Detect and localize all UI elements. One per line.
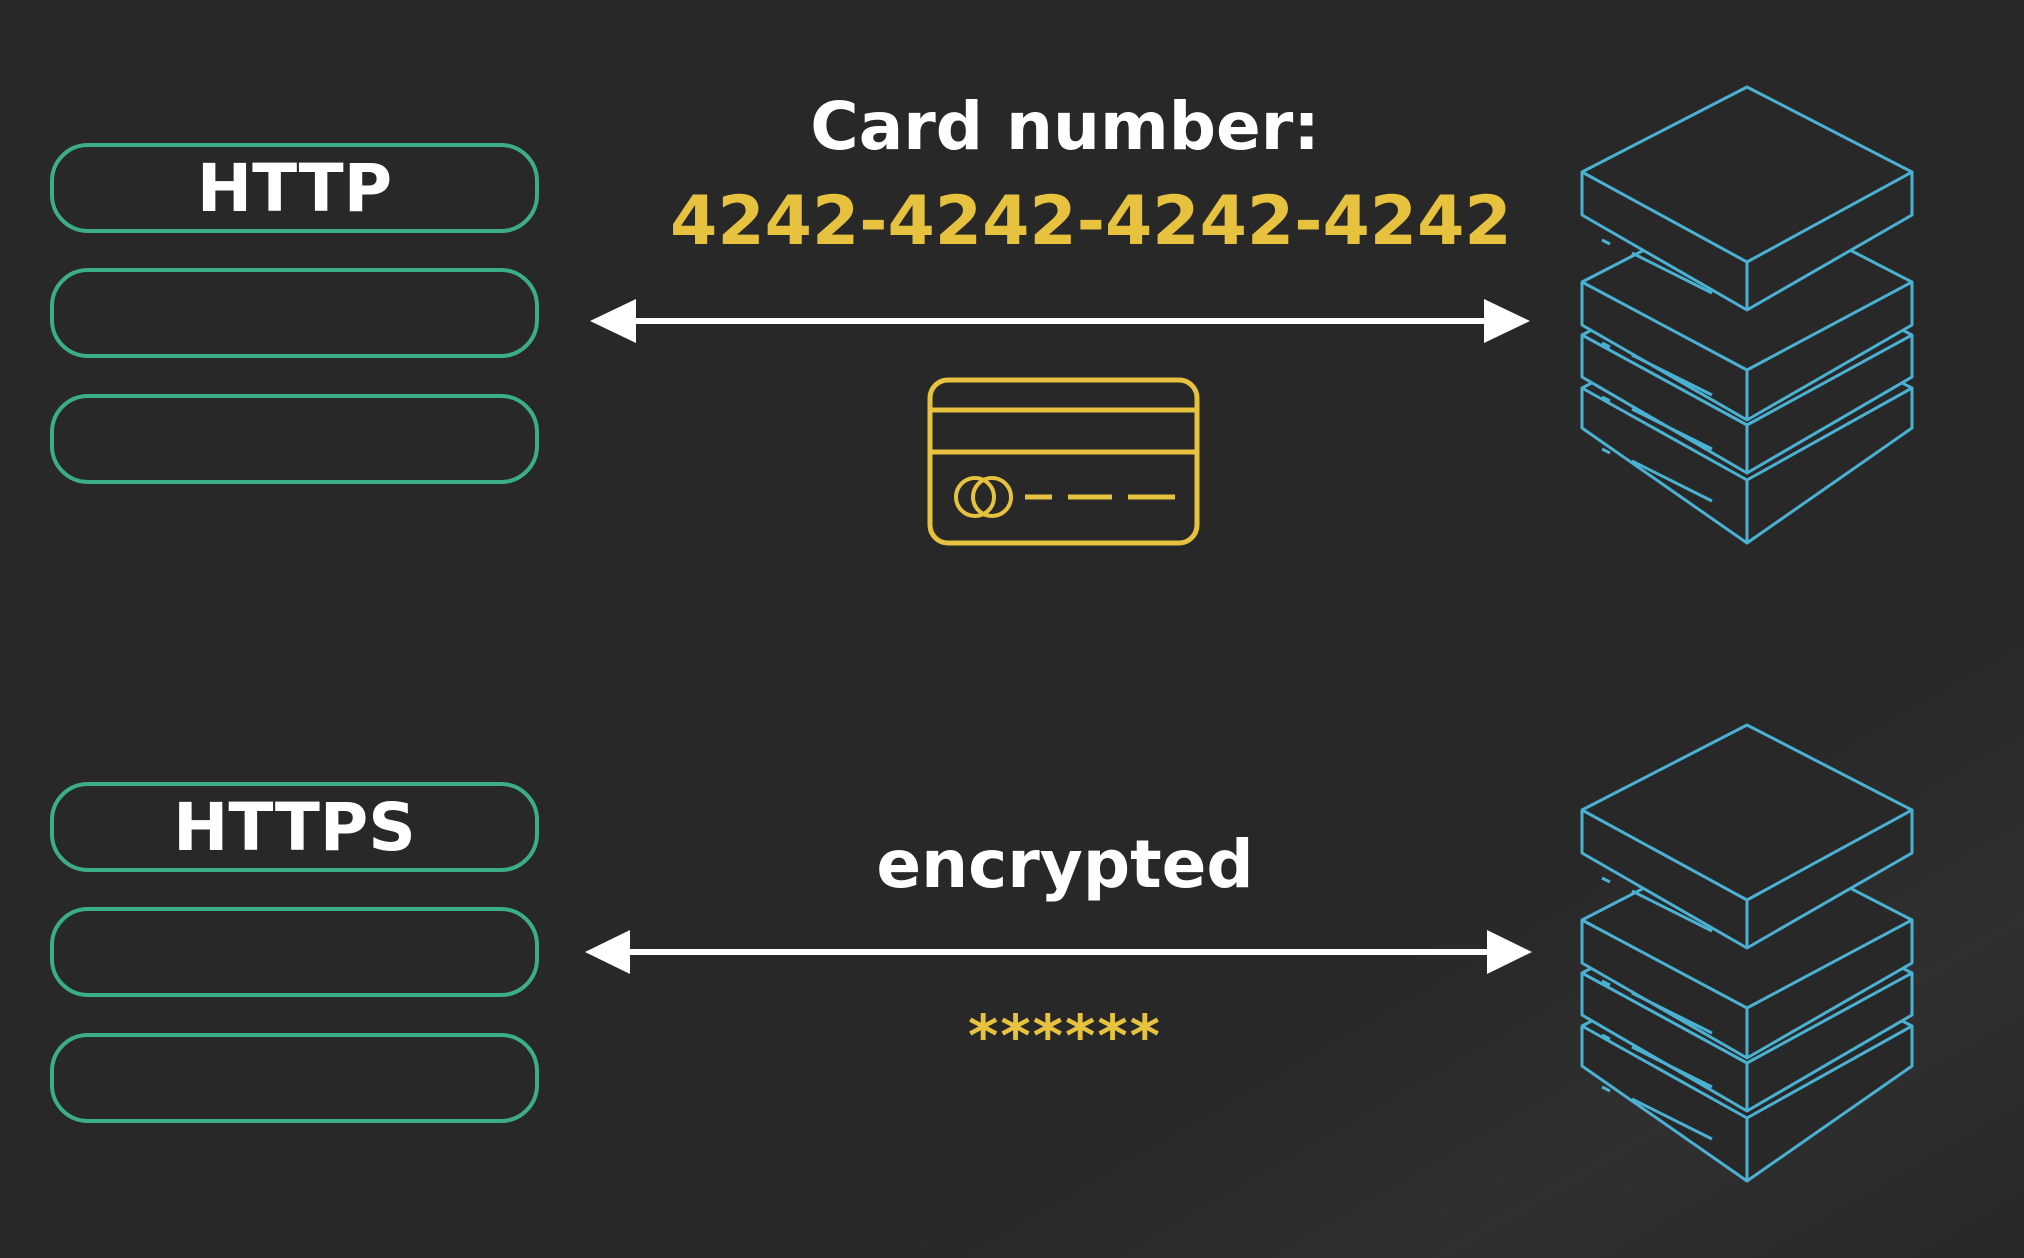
https-layer-box: HTTPS: [50, 782, 539, 872]
card-number-value: 4242-4242-4242-4242: [670, 182, 1512, 261]
encrypted-label: encrypted: [876, 826, 1254, 903]
http-empty-layer-1: [50, 268, 539, 358]
http-label: HTTP: [196, 149, 393, 227]
http-empty-layer-2: [50, 394, 539, 484]
card-number-label: Card number:: [810, 88, 1320, 165]
https-empty-layer-2: [50, 1033, 539, 1123]
https-empty-layer-1: [50, 907, 539, 997]
server-stack-icon: [1580, 723, 1914, 1183]
http-layer-box: HTTP: [50, 143, 539, 233]
masked-value: ******: [968, 1002, 1162, 1070]
https-label: HTTPS: [173, 788, 416, 866]
server-stack-icon: [1580, 85, 1914, 545]
